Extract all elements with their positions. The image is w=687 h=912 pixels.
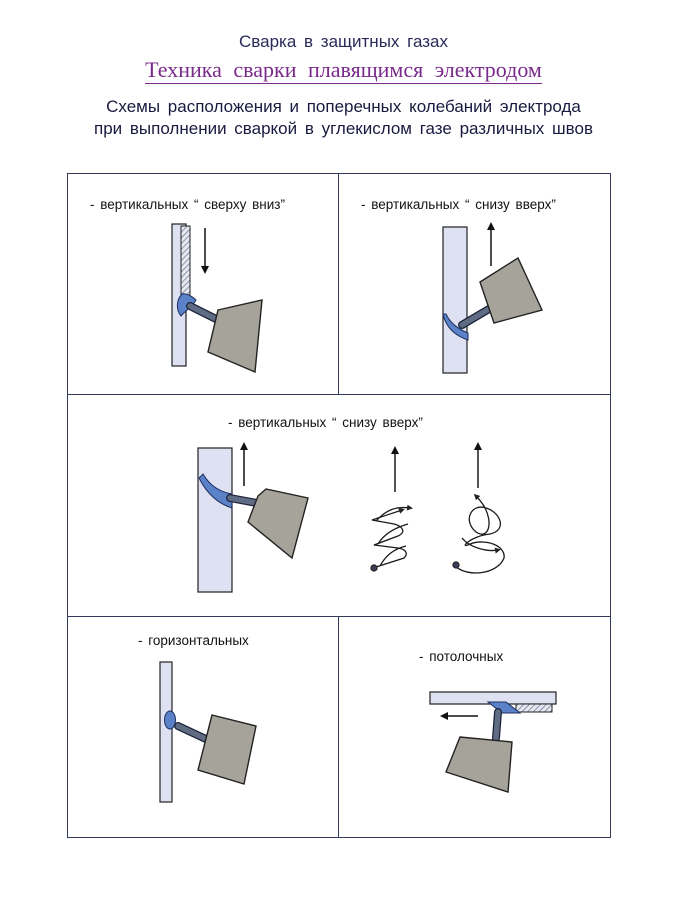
caption-vertical-up: - вертикальных “ снизу вверх” — [361, 197, 556, 212]
start-point — [452, 561, 460, 569]
weld-pool — [164, 710, 176, 730]
plate — [197, 447, 233, 593]
weld-pool — [442, 313, 469, 341]
diagram-vertical-up-oscillation — [197, 442, 505, 593]
electrode-core — [493, 709, 501, 741]
page-title: Техника сварки плавящимся электродом — [0, 57, 687, 84]
diagram-vertical-up — [442, 222, 543, 374]
torch-holder — [445, 736, 513, 793]
caption-horizontal: - горизонтальных — [138, 633, 249, 648]
caption-overhead: - потолочных — [419, 649, 504, 664]
plate — [442, 226, 468, 374]
weld-pool — [198, 473, 233, 509]
diagram-overhead — [429, 691, 557, 793]
weld-bead-hatched — [180, 225, 191, 297]
topic-title: Сварка в защитных газах — [239, 32, 448, 51]
caption-vertical-down: - вертикальных “ сверху вниз” — [90, 197, 285, 212]
panel-horizontal: - горизонтальных — [67, 616, 340, 838]
electrode-core — [175, 723, 211, 743]
description-line-1: Схемы расположения и поперечных колебани… — [106, 97, 581, 116]
diagram-vertical-down — [171, 223, 263, 374]
plate — [159, 661, 173, 803]
panel-vertical-up: - вертикальных “ снизу вверх” — [338, 173, 611, 396]
torch-holder — [207, 299, 263, 374]
panel-vertical-up-oscillation: - вертикальных “ снизу вверх” — [67, 394, 611, 618]
start-point — [370, 564, 378, 572]
torch-holder — [197, 714, 257, 785]
torch-holder — [247, 488, 309, 560]
oscillation-crescent — [370, 446, 410, 572]
caption-vertical-up-oscillation: - вертикальных “ снизу вверх” — [228, 415, 423, 430]
description-line-2: при выполнении сваркой в углекислом газе… — [94, 119, 593, 138]
weld-bead-hatched — [515, 703, 553, 713]
diagram-horizontal — [159, 661, 257, 803]
oscillation-loops — [452, 442, 505, 574]
description: Схемы расположения и поперечных колебани… — [0, 96, 687, 140]
torch-holder — [479, 256, 543, 324]
page-title-text: Техника сварки плавящимся электродом — [145, 57, 542, 84]
panel-overhead: - потолочных — [338, 616, 611, 838]
panel-vertical-down: - вертикальных “ сверху вниз” — [67, 173, 340, 396]
